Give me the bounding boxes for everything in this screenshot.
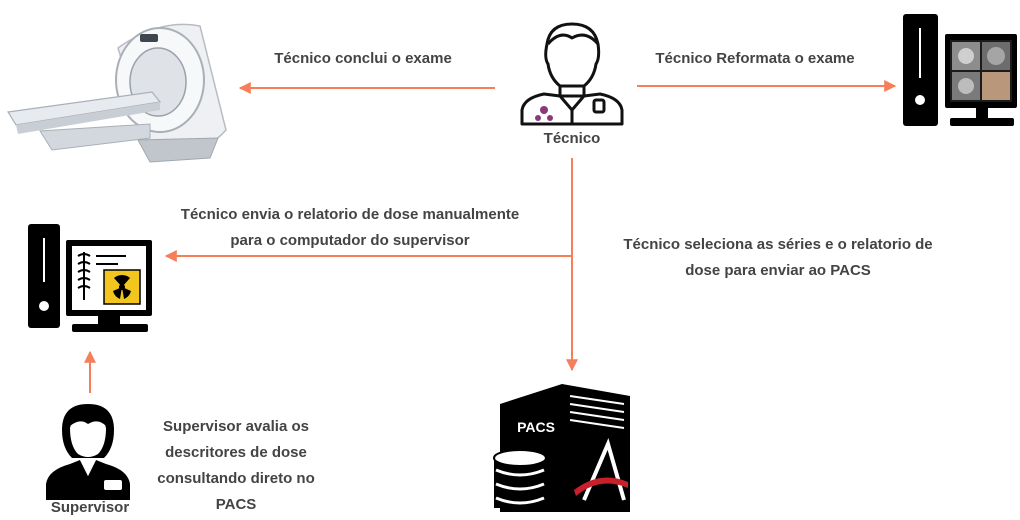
edge-label-reformata-text: Técnico Reformata o exame <box>655 50 855 67</box>
ct-scanner-icon <box>7 23 227 163</box>
pacs-badge: PACS <box>517 419 555 435</box>
computer-dose-report-icon <box>28 224 152 332</box>
edge-label-envia-line-2: para o computador do supervisor <box>230 232 470 249</box>
workstation-images-icon <box>903 14 1017 126</box>
supervisor-icon <box>46 404 130 500</box>
edge-label-avalia-line-2: descritores de dose <box>165 444 307 461</box>
connector-arrows <box>84 80 897 393</box>
edge-label-avalia-line-3: consultando direto no <box>157 470 315 487</box>
tecnico-label: Técnico <box>543 130 601 147</box>
edge-label-reformata: Técnico Reformata o exame <box>630 46 880 72</box>
edge-label-conclui: Técnico conclui o exame <box>248 46 478 72</box>
node-label-supervisor: Supervisor <box>40 497 140 519</box>
edge-label-seleciona-line-1: Técnico seleciona as séries e o relatori… <box>623 236 933 253</box>
edge-label-envia: Técnico envia o relatorio de dose manual… <box>160 202 540 254</box>
pacs-server-icon: PACS <box>493 384 630 512</box>
supervisor-label: Supervisor <box>50 499 130 516</box>
radiation-badge-icon <box>540 106 548 114</box>
edge-label-seleciona-line-2: dose para enviar ao PACS <box>685 262 871 279</box>
edge-label-seleciona: Técnico seleciona as séries e o relatori… <box>600 232 956 284</box>
edge-label-envia-line-1: Técnico envia o relatorio de dose manual… <box>180 206 520 223</box>
edge-label-conclui-text: Técnico conclui o exame <box>274 50 452 67</box>
edge-label-avalia-line-1: Supervisor avalia os <box>163 418 309 435</box>
edge-label-avalia-line-4: PACS <box>215 496 257 513</box>
edge-label-avalia: Supervisor avalia os descritores de dose… <box>150 414 322 518</box>
node-label-tecnico: Técnico <box>522 126 622 152</box>
database-icon <box>493 449 547 508</box>
technician-icon <box>520 22 624 126</box>
